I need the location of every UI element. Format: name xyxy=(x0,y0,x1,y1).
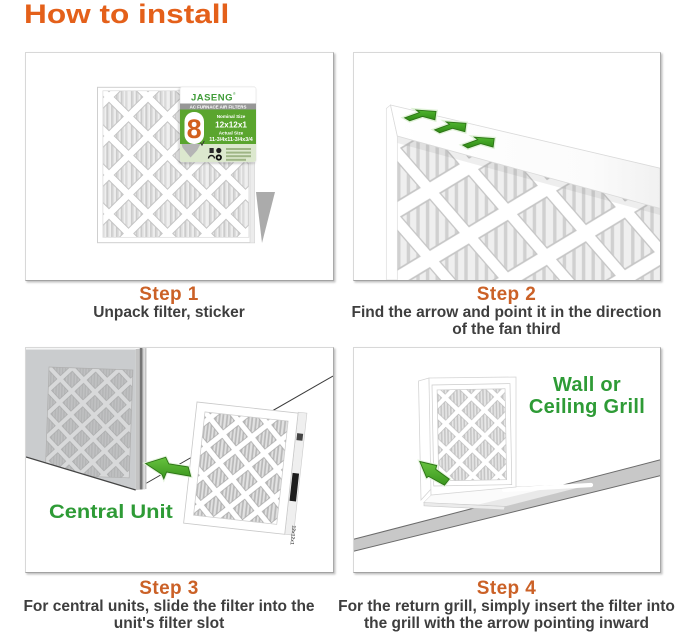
svg-text:Actual Size: Actual Size xyxy=(219,130,244,135)
svg-text:®: ® xyxy=(233,92,236,96)
svg-text:Nominal Size: Nominal Size xyxy=(217,114,246,119)
svg-text:11-3/4x11-3/4x3/4: 11-3/4x11-3/4x3/4 xyxy=(209,137,252,143)
svg-text:12x12x1: 12x12x1 xyxy=(215,121,247,130)
svg-text:12x12x1: 12x12x1 xyxy=(288,525,296,545)
svg-text:JASENG: JASENG xyxy=(191,93,233,104)
svg-text:8: 8 xyxy=(187,114,202,144)
svg-text:AC FURNACE AIR FILTERS: AC FURNACE AIR FILTERS xyxy=(190,104,247,109)
